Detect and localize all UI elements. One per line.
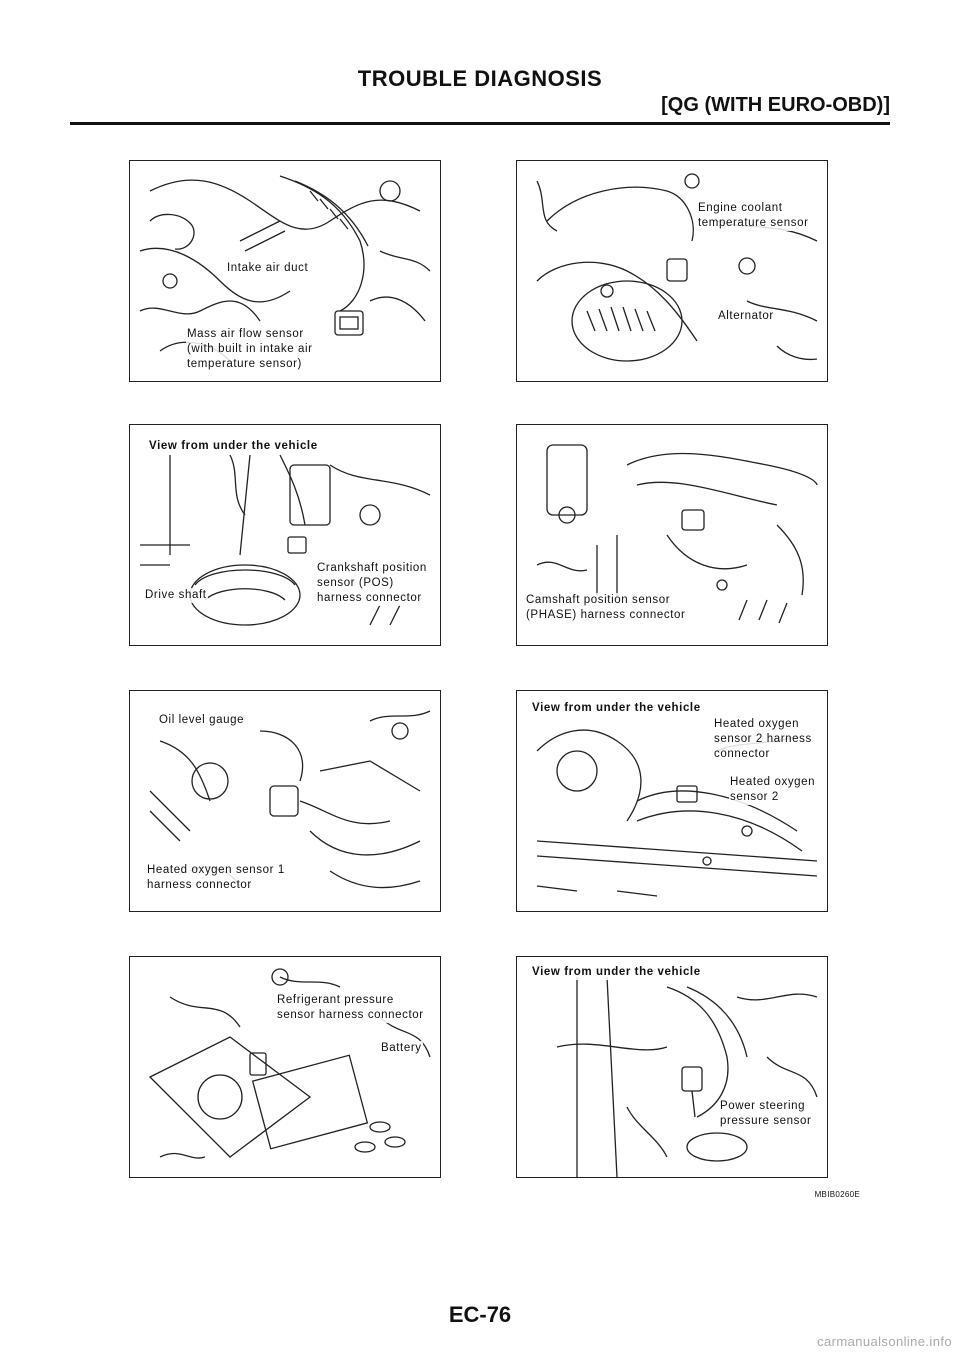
label-ho2s2-line-2: sensor 2	[729, 790, 780, 805]
engine-drawing-4	[536, 444, 818, 624]
label-ps-line-1: Power steering	[719, 1099, 807, 1114]
figure-mass-air-flow-sensor: Intake air duct Mass air flow sensor (wi…	[129, 160, 441, 382]
watermark: carmanualsonline.info	[817, 1334, 952, 1349]
figure-refrigerant-pressure-sensor: Refrigerant pressure sensor harness conn…	[129, 956, 441, 1178]
label-view-heading: View from under the vehicle	[148, 439, 319, 454]
label-view-heading-3: View from under the vehicle	[531, 965, 702, 980]
label-ect-line-2: temperature sensor	[697, 216, 810, 231]
figure-crankshaft-position-sensor: View from under the vehicle Crankshaft p…	[129, 424, 441, 646]
figure-code: MBIB0260E	[814, 1190, 860, 1199]
label-ps-line-2: pressure sensor	[719, 1114, 813, 1129]
label-alternator: Alternator	[717, 309, 775, 324]
label-ho2s2-harness-line-2: sensor 2 harness	[713, 732, 813, 747]
label-battery: Battery	[380, 1041, 423, 1056]
section-subtitle: [QG (WITH EURO-OBD)]	[661, 94, 890, 116]
page-title: TROUBLE DIAGNOSIS	[357, 66, 603, 91]
label-ho2s2-harness-line-1: Heated oxygen	[713, 717, 801, 732]
figure-heated-oxygen-sensor-1: Oil level gauge Heated oxygen sensor 1 h…	[129, 690, 441, 912]
engine-drawing-1	[139, 175, 431, 362]
label-ho2s2-harness-line-3: connector	[713, 747, 771, 762]
label-ckp-line-1: Crankshaft position	[316, 561, 428, 576]
figure-power-steering-pressure-sensor: View from under the vehicle Power steeri…	[516, 956, 828, 1178]
figure-camshaft-position-sensor: Camshaft position sensor (PHASE) harness…	[516, 424, 828, 646]
engine-drawing-2	[536, 173, 818, 362]
label-refrigerant-line-1: Refrigerant pressure	[276, 993, 395, 1008]
label-refrigerant-line-2: sensor harness connector	[276, 1008, 425, 1023]
label-maf-line-1: Mass air flow sensor	[186, 327, 305, 342]
engine-drawing-3	[140, 454, 431, 626]
label-intake-air-duct: Intake air duct	[226, 261, 310, 276]
label-maf-line-3: temperature sensor)	[186, 357, 303, 372]
figure-engine-coolant-temperature-sensor: Engine coolant temperature sensor Altern…	[516, 160, 828, 382]
page-number: EC-76	[448, 1302, 512, 1327]
label-ckp-line-3: harness connector	[316, 591, 423, 606]
label-ho2s1-line-2: harness connector	[146, 878, 253, 893]
label-ckp-line-2: sensor (POS)	[316, 576, 395, 591]
label-view-heading-2: View from under the vehicle	[531, 701, 702, 716]
label-cmp-line-1: Camshaft position sensor	[525, 593, 672, 608]
figure-heated-oxygen-sensor-2: View from under the vehicle Heated oxyge…	[516, 690, 828, 912]
label-drive-shaft: Drive shaft	[144, 588, 208, 603]
label-ect-line-1: Engine coolant	[697, 201, 784, 216]
engine-drawing-8	[556, 976, 818, 1177]
label-oil-level-gauge: Oil level gauge	[158, 713, 246, 728]
label-ho2s1-line-1: Heated oxygen sensor 1	[146, 863, 286, 878]
header-rule	[70, 122, 890, 125]
label-maf-line-2: (with built in intake air	[186, 342, 314, 357]
engine-drawing-7	[148, 968, 431, 1159]
label-cmp-line-2: (PHASE) harness connector	[525, 608, 687, 623]
label-ho2s2-line-1: Heated oxygen	[729, 775, 817, 790]
